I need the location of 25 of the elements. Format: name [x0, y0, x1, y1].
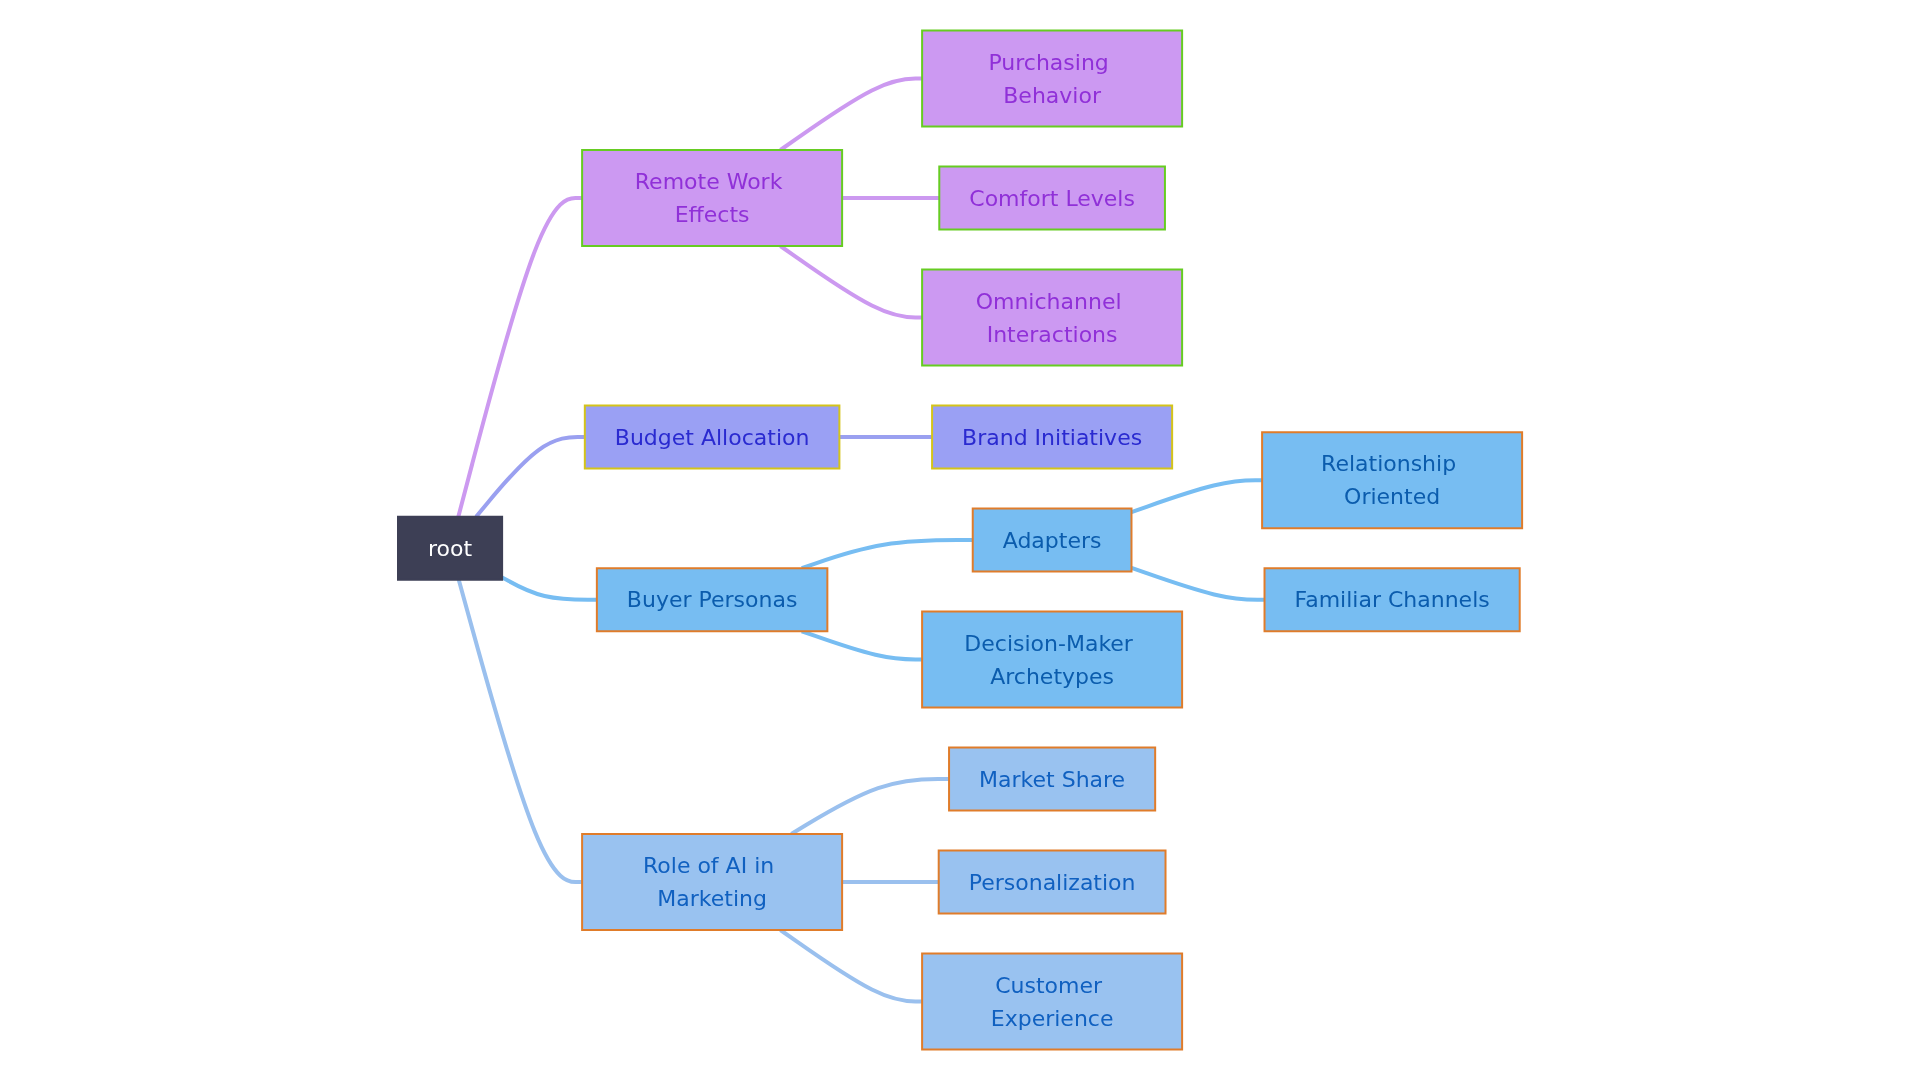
node-box: Brand Initiatives [931, 404, 1174, 470]
node-box: Decision-Maker Archetypes [921, 610, 1184, 709]
node-box: Remote Work Effects [581, 149, 844, 247]
connector [456, 579, 583, 884]
node-box: Budget Allocation [583, 404, 841, 470]
connector [456, 196, 583, 518]
connector [839, 435, 932, 439]
node-box: root [396, 515, 504, 581]
connector [1130, 566, 1265, 602]
node-box: Relationship Oriented [1261, 431, 1524, 530]
connector [501, 575, 597, 602]
node-box: Familiar Channels [1263, 567, 1521, 633]
node-box: Omnichannel Interactions [921, 268, 1184, 367]
node-box: Purchasing Behavior [921, 29, 1184, 128]
connector [779, 76, 923, 152]
node-box: Market Share [948, 746, 1157, 812]
node-box: Buyer Personas [595, 567, 829, 633]
node-box: Role of AI in Marketing [581, 833, 844, 931]
node-box: Customer Experience [921, 952, 1184, 1051]
node-box: Comfort Levels [938, 165, 1166, 231]
connector [842, 880, 939, 884]
connector [790, 777, 949, 836]
connector [842, 196, 940, 200]
node-box: Adapters [971, 507, 1133, 573]
node-box: Personalization [937, 849, 1167, 915]
